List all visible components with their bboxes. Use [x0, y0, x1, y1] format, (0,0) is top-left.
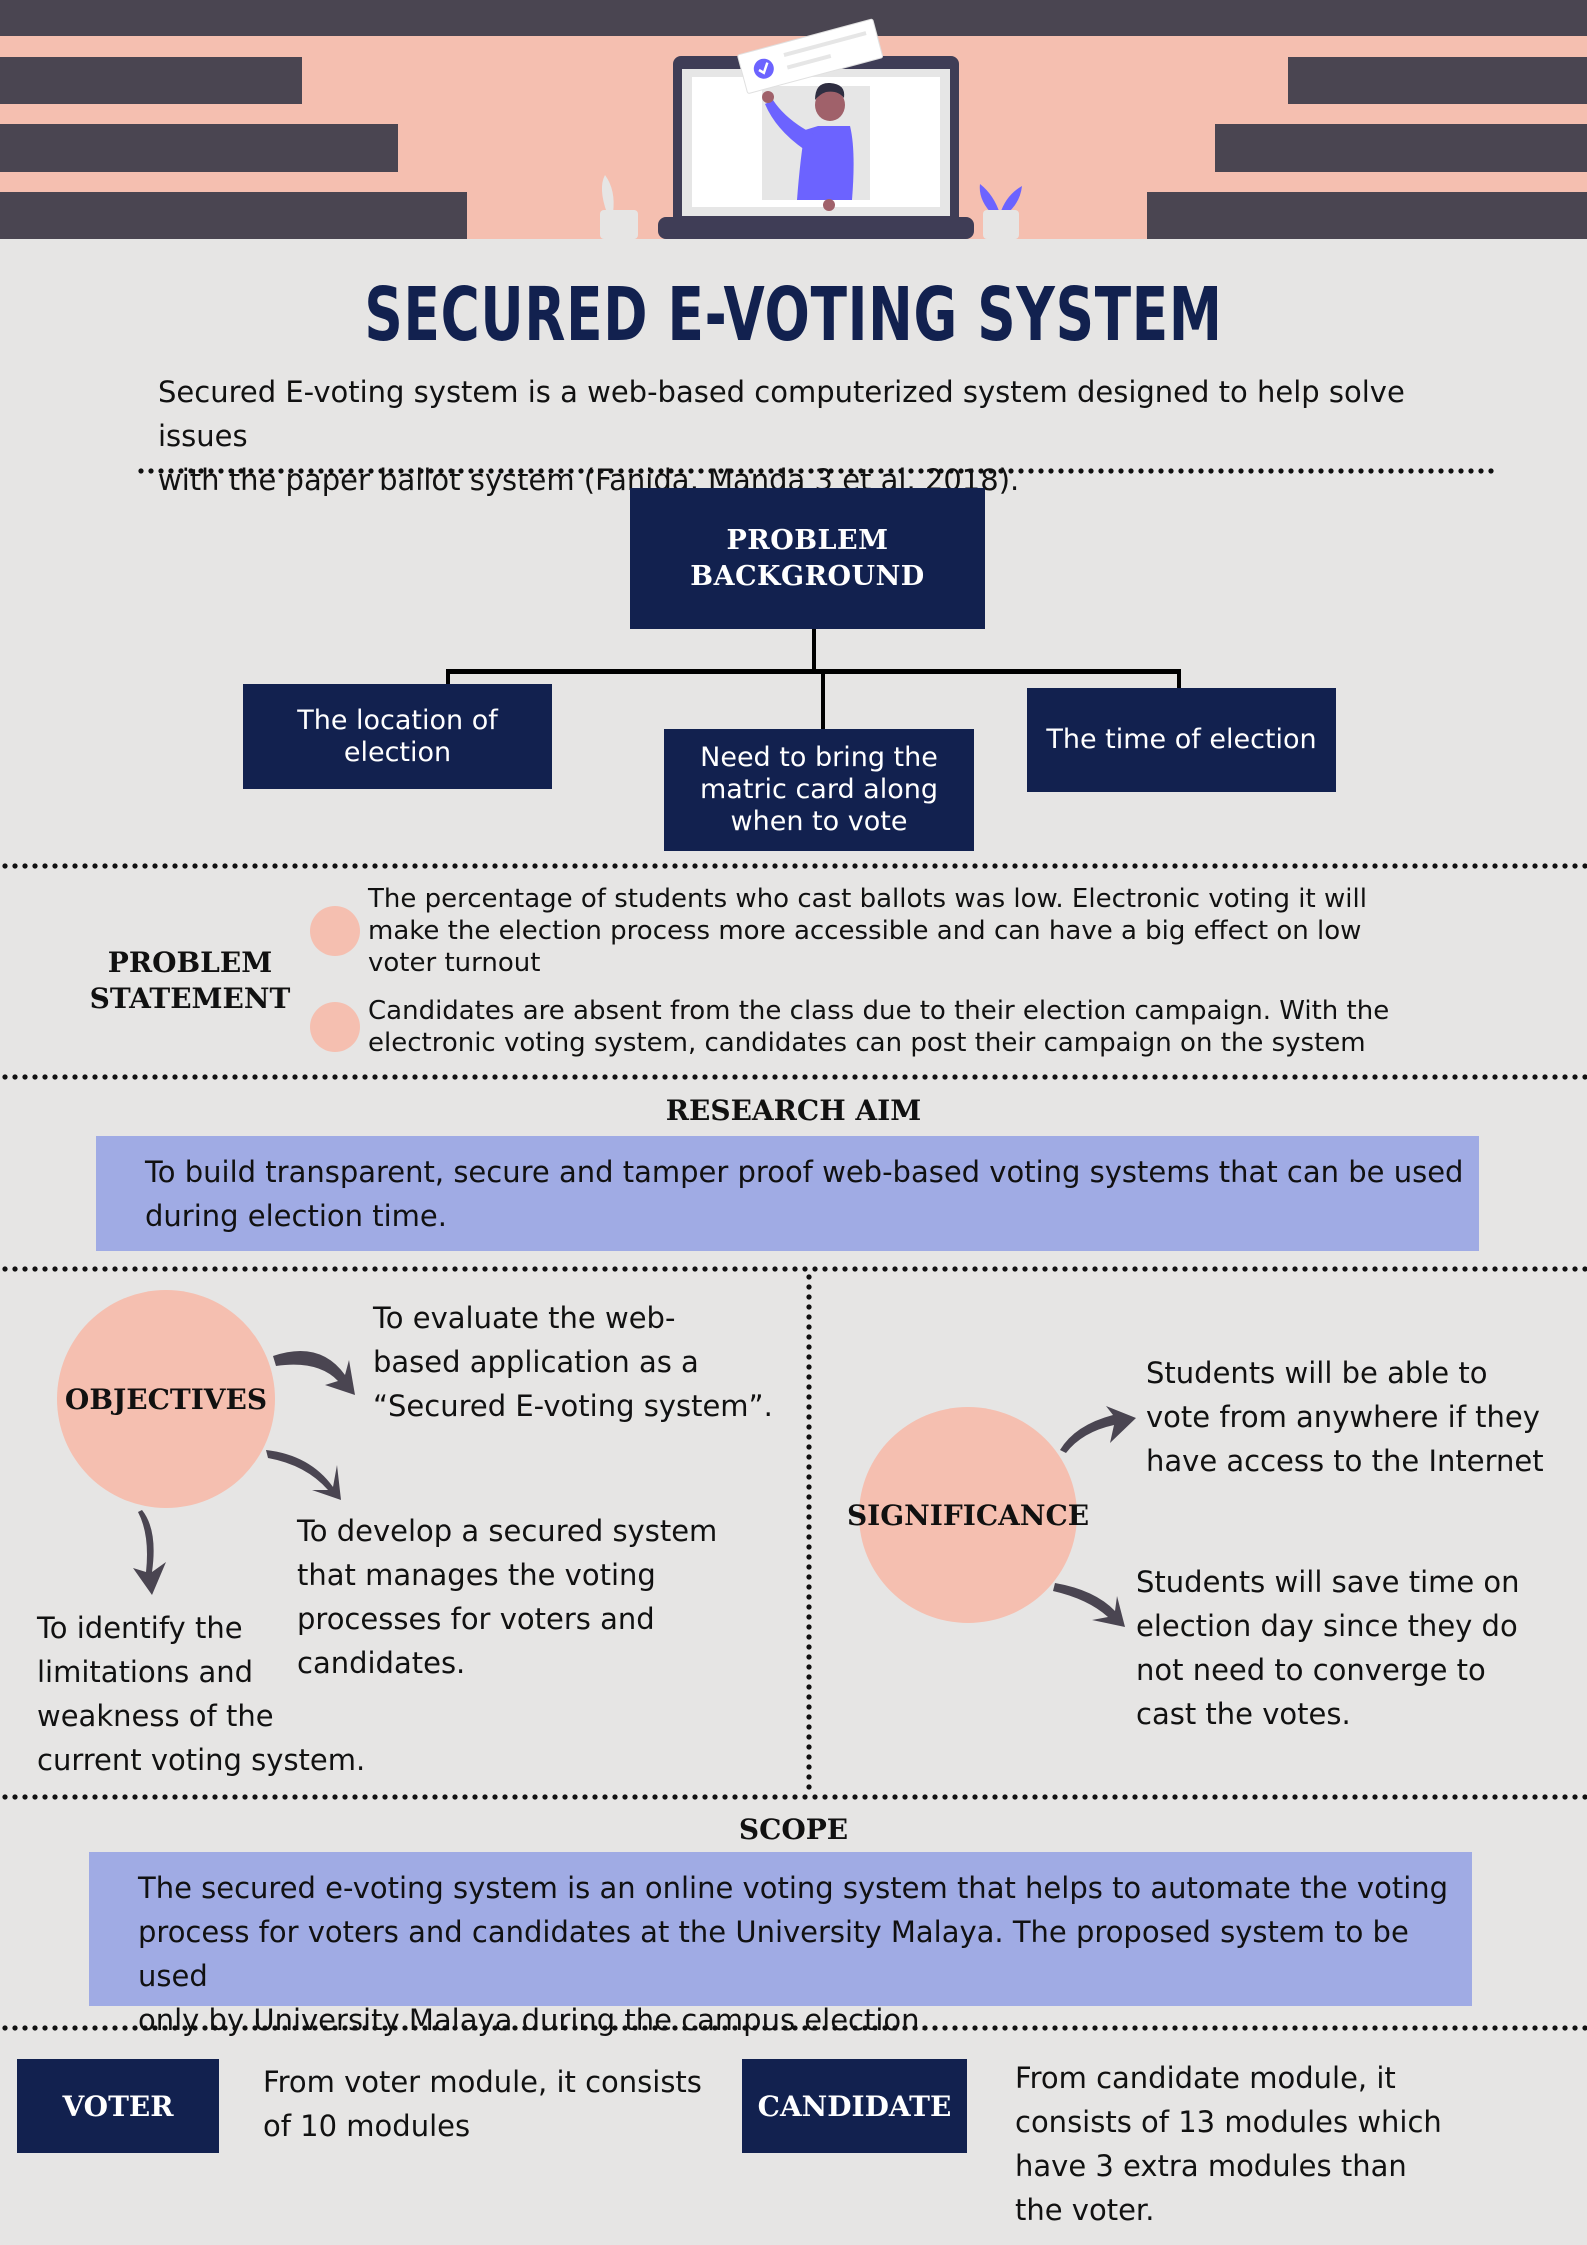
problem-child-matric-card: Need to bring the matric card along when…	[664, 729, 974, 851]
header-left-bar-3	[0, 192, 467, 239]
candidate-description-line-2: consists of 13 modules which	[1015, 2105, 1442, 2139]
significance-item-2-line-1: Students will save time on	[1136, 1565, 1520, 1599]
significance-item-1-line-1: Students will be able to	[1146, 1356, 1488, 1390]
objective-item-2-line-2: that manages the voting	[297, 1558, 656, 1592]
research-aim-line-1: To build transparent, secure and tamper …	[145, 1155, 1464, 1189]
research-aim-heading: RESEARCH AIM	[665, 1094, 922, 1127]
significance-circle: SIGNIFICANCE	[847, 1407, 1089, 1623]
objectives-label: OBJECTIVES	[64, 1382, 268, 1416]
objective-item-3-line-3: weakness of the	[37, 1699, 274, 1733]
objective-item-1-line-3: “Secured E-voting system”.	[373, 1389, 773, 1423]
problem-statement-item-2-line-1: Candidates are absent from the class due…	[368, 996, 1390, 1026]
objective-item-1-line-2: based application as a	[373, 1345, 699, 1379]
divider-dotted-1	[136, 468, 1494, 474]
problem-child-matric-line-1: Need to bring the	[700, 742, 938, 773]
problem-child-location: The location of election	[243, 684, 552, 789]
voting-laptop-illustration-icon	[600, 18, 1022, 239]
header-left-bar-2	[0, 124, 398, 172]
significance-item-1-line-2: vote from anywhere if they	[1146, 1400, 1540, 1434]
connector-stem	[812, 629, 816, 673]
objective-item-2-line-1: To develop a secured system	[297, 1514, 718, 1548]
objective-item-3-line-4: current voting system.	[37, 1743, 366, 1777]
objective-item-2-line-3: processes for voters and	[297, 1602, 655, 1636]
voter-description-line-1: From voter module, it consists	[263, 2065, 702, 2099]
header-left-bar-1	[0, 57, 302, 104]
significance-item-2-line-4: cast the votes.	[1136, 1697, 1351, 1731]
problem-child-time-line-1: The time of election	[1046, 724, 1317, 755]
problem-child-matric-line-2: matric card along	[699, 774, 939, 805]
scope-line-3: only by University Malaya during the cam…	[138, 2003, 929, 2037]
research-aim-line-2: during election time.	[145, 1199, 447, 1233]
scope-text: The secured e-voting system is an online…	[138, 1866, 1458, 2042]
divider-dotted-2	[0, 863, 1587, 869]
bullet-circle-icon	[310, 906, 360, 956]
significance-item-1: Students will be able to vote from anywh…	[1146, 1351, 1544, 1483]
problem-child-location-line-1: The location of	[297, 704, 498, 736]
problem-background-title-line-2: BACKGROUND	[690, 560, 925, 592]
objective-item-1: To evaluate the web- based application a…	[373, 1296, 773, 1428]
candidate-description-line-1: From candidate module, it	[1015, 2061, 1396, 2095]
voter-label-box: VOTER	[17, 2059, 219, 2153]
problem-background-box: PROBLEM BACKGROUND	[630, 488, 985, 629]
candidate-label-box: CANDIDATE	[742, 2059, 967, 2153]
voter-description-line-2: of 10 modules	[263, 2109, 471, 2143]
problem-statement-item-1-line-3: voter turnout	[368, 948, 541, 978]
research-aim-text: To build transparent, secure and tamper …	[145, 1150, 1465, 1238]
significance-item-2-line-2: election day since they do	[1136, 1609, 1518, 1643]
scope-box	[89, 1852, 1472, 2006]
problem-background-title-line-1: PROBLEM	[726, 524, 889, 556]
significance-item-2-line-3: not need to converge to	[1136, 1653, 1486, 1687]
objective-item-2-line-4: candidates.	[297, 1646, 466, 1680]
problem-statement-label-line-1: PROBLEM	[107, 946, 273, 979]
significance-label: SIGNIFICANCE	[846, 1498, 1090, 1532]
candidate-description: From candidate module, it consists of 13…	[1015, 2056, 1442, 2232]
scope-heading: SCOPE	[738, 1813, 849, 1846]
objectives-circle: OBJECTIVES	[57, 1290, 275, 1508]
problem-child-location-line-2: election	[343, 736, 452, 768]
problem-child-time: The time of election	[1027, 688, 1336, 792]
objective-item-3-line-1: To identify the	[37, 1611, 243, 1645]
problem-statement-item-1: The percentage of students who cast ball…	[368, 883, 1428, 979]
header-right-bar-1	[1288, 57, 1587, 104]
objective-item-1-line-1: To evaluate the web-	[373, 1301, 676, 1335]
connector-horizontal	[446, 669, 1181, 674]
problem-statement-label: PROBLEM STATEMENT	[80, 945, 300, 1017]
significance-item-2: Students will save time on election day …	[1136, 1560, 1520, 1736]
scope-line-2: process for voters and candidates at the…	[138, 1915, 1409, 1993]
divider-vertical-dotted	[806, 1272, 812, 1794]
scope-line-1: The secured e-voting system is an online…	[138, 1871, 1449, 1905]
intro-line-1: Secured E-voting system is a web-based c…	[158, 375, 1405, 453]
divider-dotted-3	[0, 1074, 1587, 1080]
objective-item-2: To develop a secured system that manages…	[297, 1509, 717, 1685]
connector-middle-drop	[821, 669, 825, 730]
header-banner	[0, 0, 1587, 239]
page-title: SECURED E-VOTING SYSTEM	[364, 272, 1223, 358]
problem-statement-item-2: Candidates are absent from the class due…	[368, 995, 1428, 1059]
problem-child-matric-line-3: when to vote	[730, 806, 908, 837]
candidate-description-line-3: have 3 extra modules than	[1015, 2149, 1407, 2183]
problem-statement-item-1-line-1: The percentage of students who cast ball…	[368, 884, 1367, 914]
objective-item-3: To identify the limitations and weakness…	[37, 1606, 365, 1782]
bullet-circle-icon	[310, 1002, 360, 1052]
divider-dotted-4	[0, 1266, 1587, 1272]
divider-dotted-6	[0, 2025, 1587, 2031]
voter-description: From voter module, it consists of 10 mod…	[263, 2060, 702, 2148]
significance-item-1-line-3: have access to the Internet	[1146, 1444, 1544, 1478]
problem-statement-item-1-line-2: make the election process more accessibl…	[368, 916, 1362, 946]
candidate-description-line-4: the voter.	[1015, 2193, 1155, 2227]
problem-statement-item-2-line-2: electronic voting system, candidates can…	[368, 1028, 1366, 1058]
header-right-bar-3	[1147, 192, 1587, 239]
objective-item-3-line-2: limitations and	[37, 1655, 253, 1689]
research-aim-box	[96, 1136, 1479, 1251]
voter-label: VOTER	[62, 2089, 174, 2123]
header-right-bar-2	[1215, 124, 1587, 172]
candidate-label: CANDIDATE	[757, 2089, 952, 2123]
divider-dotted-5	[0, 1794, 1587, 1800]
problem-statement-label-line-2: STATEMENT	[89, 982, 291, 1015]
header-top-bar	[0, 0, 1587, 36]
